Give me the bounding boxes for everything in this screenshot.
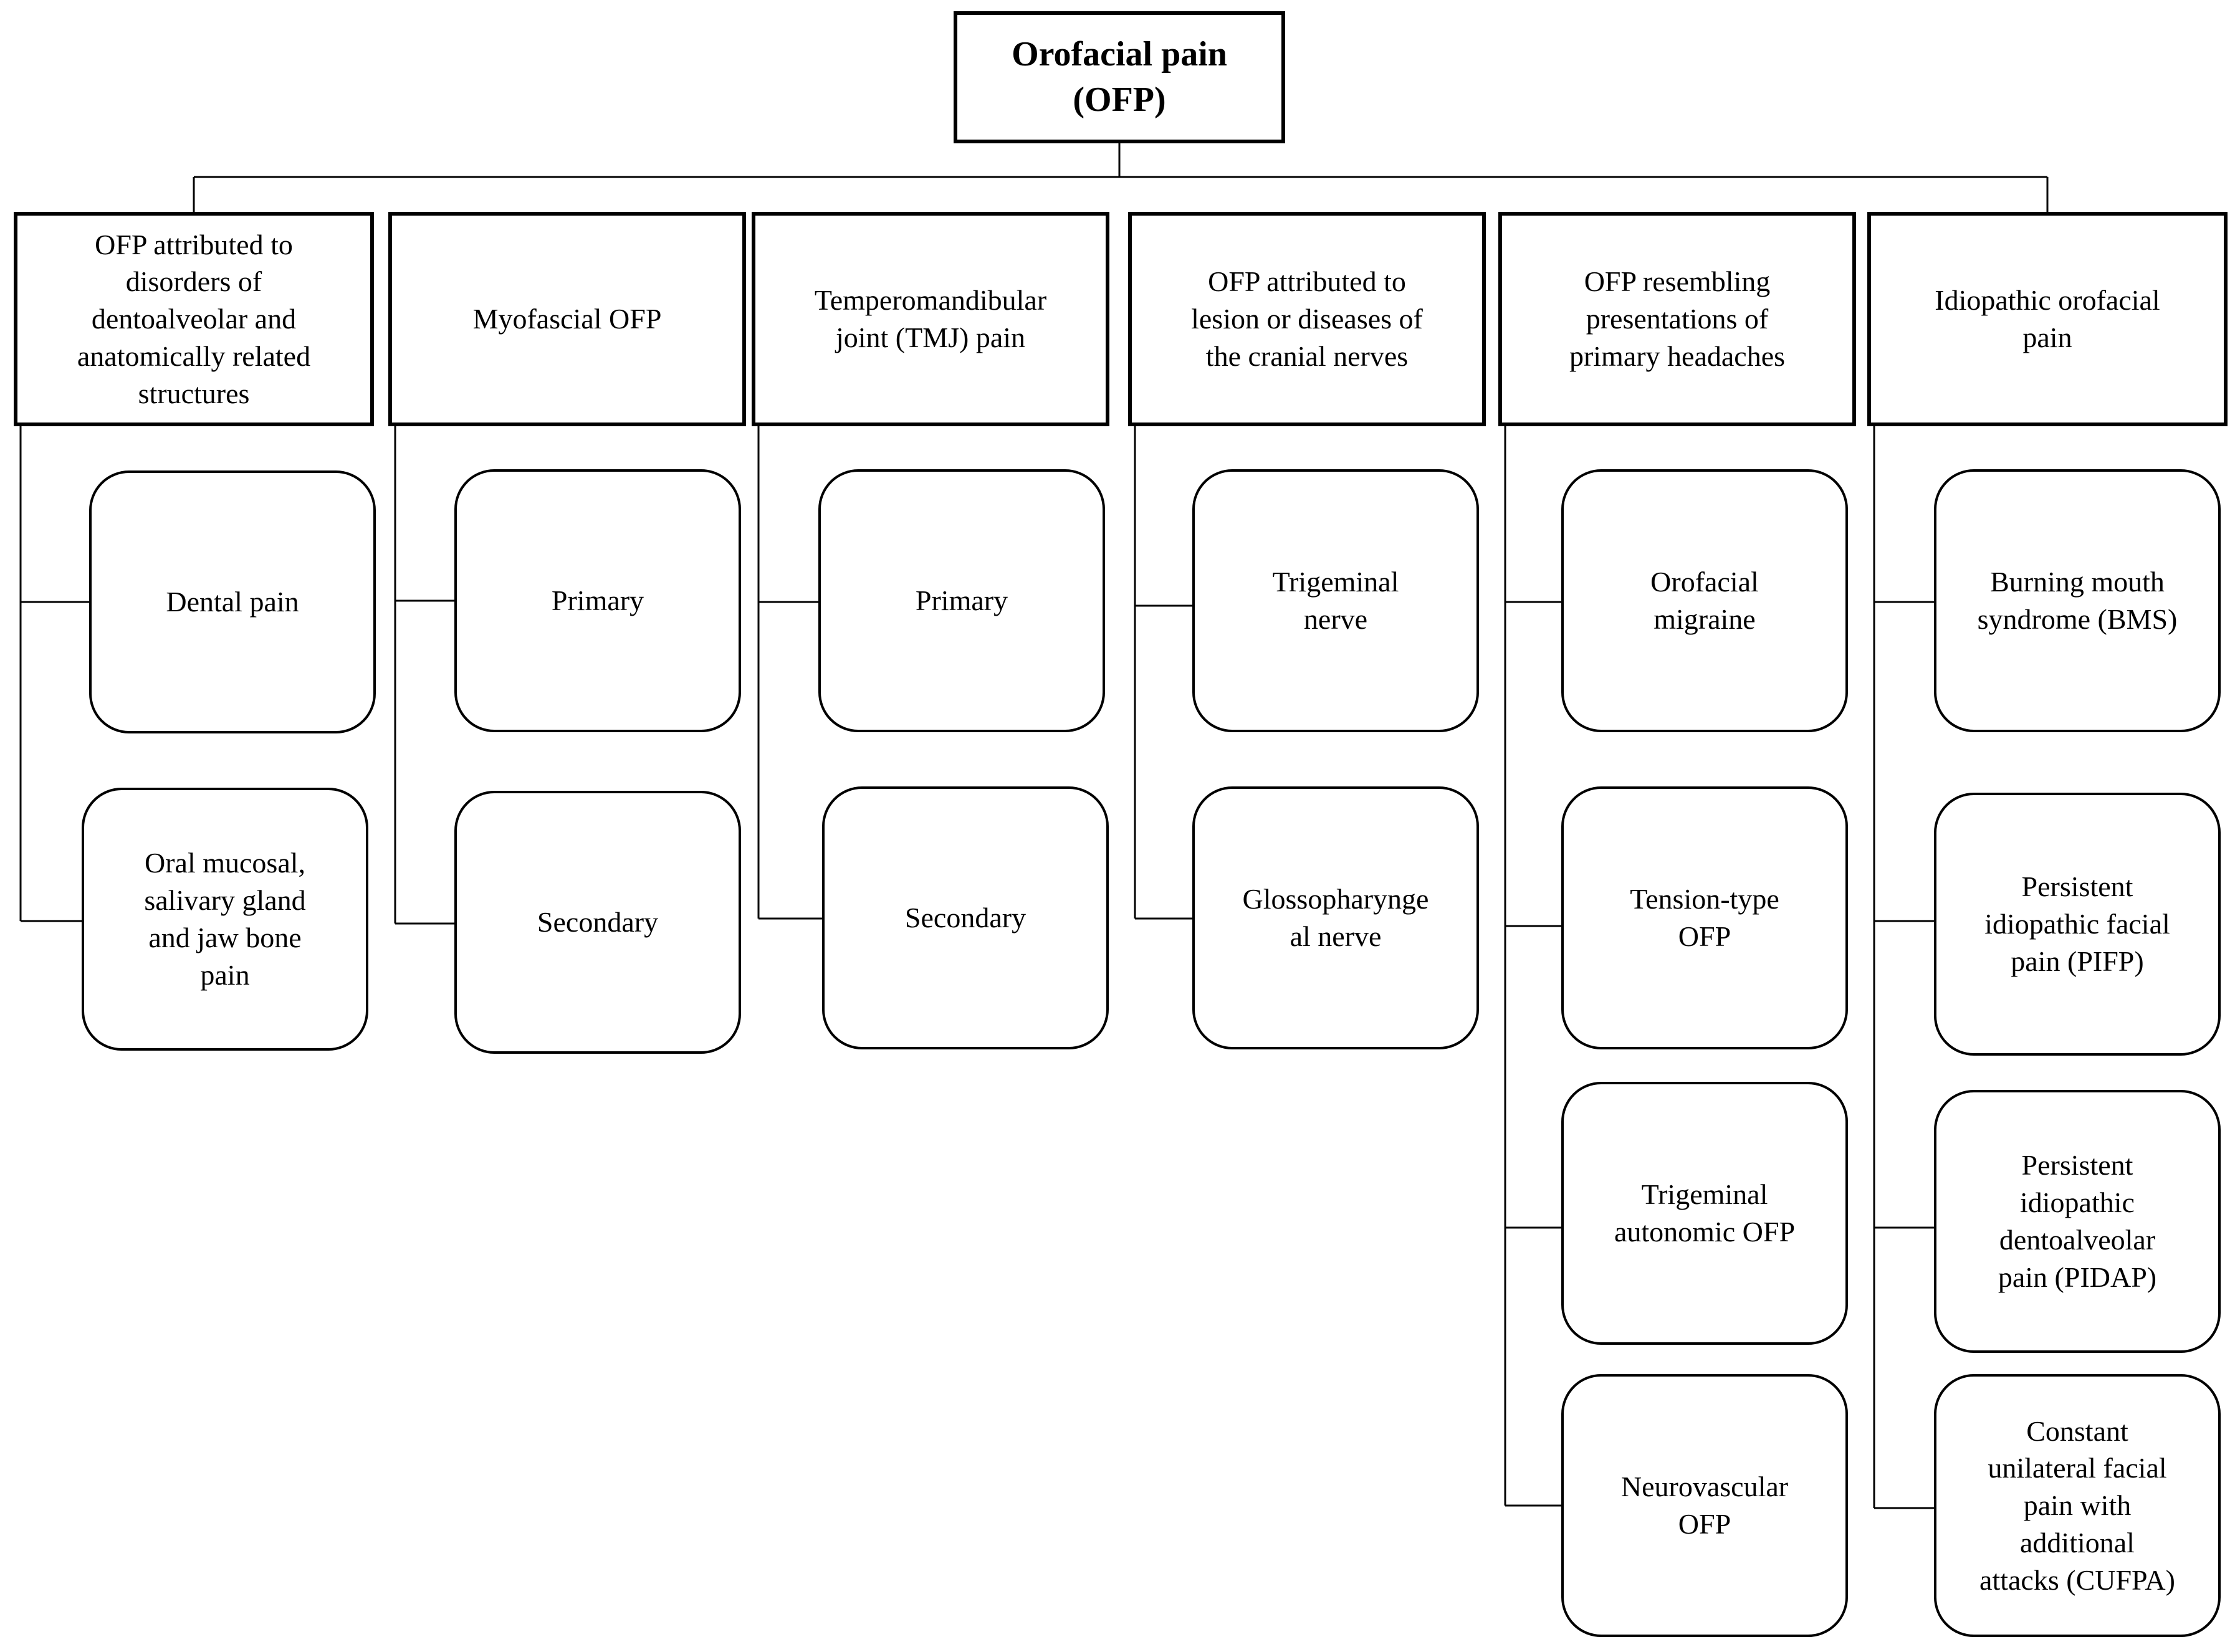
node-pidap: Persistent idiopathic dentoalveolar pain… (1934, 1090, 2221, 1353)
category-dentoalveolar: OFP attributed to disorders of dentoalve… (14, 212, 374, 426)
category-primary-headaches: OFP resembling presentations of primary … (1498, 212, 1856, 426)
category-tmj: Temperomandibular joint (TMJ) pain (752, 212, 1109, 426)
node-oral-mucosal-pain: Oral mucosal, salivary gland and jaw bon… (82, 788, 368, 1051)
node-cufpa: Constant unilateral facial pain with add… (1934, 1374, 2221, 1637)
category-myofascial: Myofascial OFP (388, 212, 746, 426)
node-glossopharyngeal-nerve: Glossopharynge al nerve (1192, 786, 1479, 1049)
node-pifp: Persistent idiopathic facial pain (PIFP) (1934, 793, 2221, 1056)
node-bms: Burning mouth syndrome (BMS) (1934, 469, 2221, 732)
category-cranial-nerves: OFP attributed to lesion or diseases of … (1128, 212, 1486, 426)
node-orofacial-migraine: Orofacial migraine (1561, 469, 1848, 732)
node-trigeminal-nerve: Trigeminal nerve (1192, 469, 1479, 732)
node-tension-type-ofp: Tension-type OFP (1561, 786, 1848, 1049)
category-idiopathic: Idiopathic orofacial pain (1867, 212, 2228, 426)
node-myofascial-primary: Primary (454, 469, 741, 732)
node-myofascial-secondary: Secondary (454, 791, 741, 1054)
node-neurovascular-ofp: Neurovascular OFP (1561, 1374, 1848, 1637)
root-node: Orofacial pain (OFP) (954, 11, 1285, 143)
node-trigeminal-autonomic-ofp: Trigeminal autonomic OFP (1561, 1082, 1848, 1345)
node-tmj-secondary: Secondary (822, 786, 1109, 1049)
node-dental-pain: Dental pain (89, 470, 376, 733)
node-tmj-primary: Primary (818, 469, 1105, 732)
